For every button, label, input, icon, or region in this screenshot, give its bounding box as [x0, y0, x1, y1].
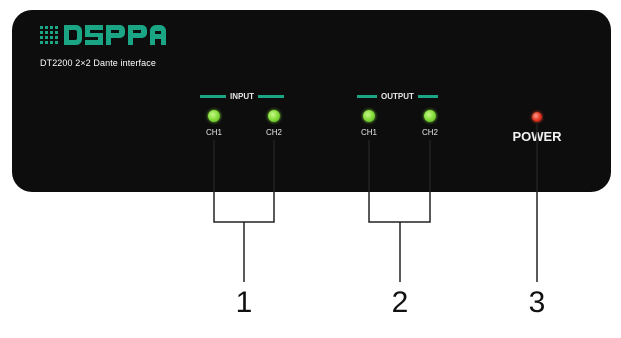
output-group-label: OUTPUT: [357, 90, 438, 102]
callout-number-3: 3: [528, 286, 546, 319]
output-label-text: OUTPUT: [381, 91, 414, 101]
output-ch1-label: CH1: [360, 128, 377, 137]
input-group-label: INPUT: [200, 90, 284, 102]
brand-logo: [38, 20, 166, 54]
model-label: DT2200 2×2 Dante interface: [40, 58, 156, 68]
output-ch2-led: [424, 110, 436, 122]
output-label-bar-left: [357, 94, 377, 98]
callout-number-1: 1: [235, 286, 253, 319]
input-label-text: INPUT: [230, 91, 254, 101]
device-front-panel: DT2200 2×2 Dante interface INPUT CH1 CH2…: [12, 10, 611, 192]
output-label-bar-right: [417, 94, 438, 98]
callout-1-bracket: [213, 140, 275, 223]
callout-2-bracket: [368, 140, 431, 223]
callout-number-2: 2: [391, 286, 409, 319]
output-ch1-led: [363, 110, 375, 122]
input-ch1-led: [208, 110, 220, 122]
input-ch1-label: CH1: [205, 128, 222, 137]
input-ch2-label: CH2: [265, 128, 282, 137]
input-label-bar-right: [258, 94, 284, 98]
input-label-bar-left: [200, 94, 226, 98]
power-led: [532, 112, 542, 122]
output-ch2-label: CH2: [421, 128, 438, 137]
input-ch2-led: [268, 110, 280, 122]
